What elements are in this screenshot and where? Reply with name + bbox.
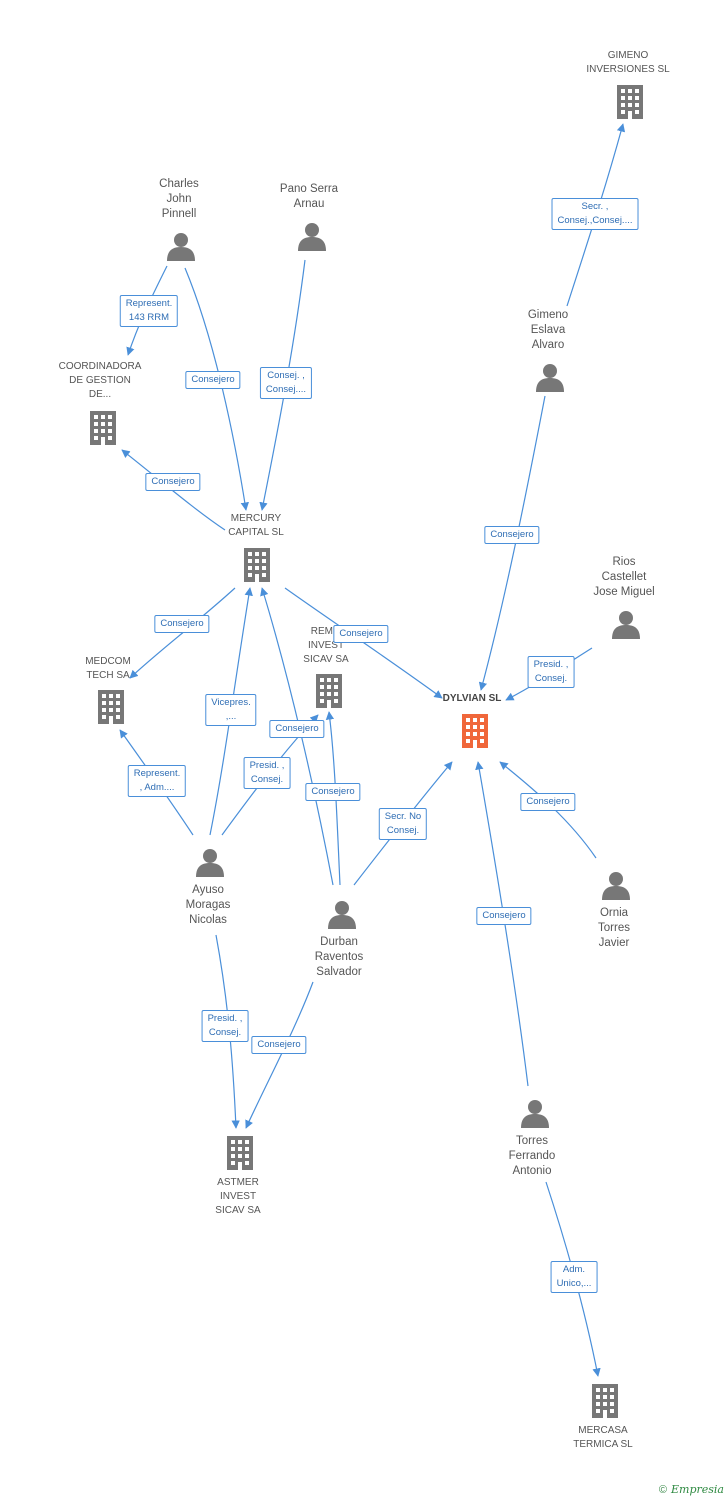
remax-building-icon[interactable] (316, 674, 342, 708)
dylvian-building-icon[interactable] (462, 714, 488, 748)
edge-label-ornia-dylvian[interactable]: Consejero (520, 793, 576, 811)
node-label-astmer[interactable]: ASTMER INVEST SICAV SA (215, 1177, 261, 1216)
edge-label-durban-dylvian[interactable]: Secr. No Consej. (378, 808, 428, 840)
edge-label-durban-astmer[interactable]: Consejero (251, 1036, 307, 1054)
edge-label-gimeno-eslava-dylvian[interactable]: Consejero (484, 526, 540, 544)
mercasa-building-icon[interactable] (592, 1384, 618, 1418)
edge-label-mercury-dylvian[interactable]: Consejero (333, 625, 389, 643)
pano-person-icon[interactable] (298, 223, 326, 251)
edge-label-charles-mercury[interactable]: Consejero (185, 371, 241, 389)
edge-label-torres-mercasa[interactable]: Adm. Unico,... (550, 1261, 598, 1293)
gimeno-inversiones-building-icon[interactable] (617, 85, 643, 119)
edge-label-torres-dylvian[interactable]: Consejero (476, 907, 532, 925)
node-label-ayuso[interactable]: Ayuso Moragas Nicolas (185, 884, 231, 926)
durban-person-icon[interactable] (328, 901, 356, 929)
edge-durban-to-astmer (245, 981, 314, 1129)
edge-gimeno-eslava-to-dylvian (478, 395, 546, 691)
edge-label-ayuso-remax[interactable]: Consejero (269, 720, 325, 738)
edge-label-mercury-coordinadora[interactable]: Consejero (145, 473, 201, 491)
ornia-person-icon[interactable] (602, 872, 630, 900)
node-label-gimeno-eslava[interactable]: Gimeno Eslava Alvaro (527, 309, 569, 351)
node-label-mercasa[interactable]: MERCASA TERMICA SL (573, 1425, 633, 1450)
edge-label-rios-dylvian[interactable]: Presid. , Consej. (527, 656, 575, 688)
gimeno-eslava-person-icon[interactable] (536, 364, 564, 392)
edge-mercury-to-medcom (129, 587, 236, 679)
mercury-building-icon[interactable] (244, 548, 270, 582)
empresia-logo[interactable]: Empresia (671, 1483, 724, 1496)
edge-mercury-to-coordinadora (121, 449, 226, 531)
torres-person-icon[interactable] (521, 1100, 549, 1128)
edge-label-ayuso-medcom[interactable]: Represent. , Adm.... (127, 765, 187, 797)
node-label-medcom[interactable]: MEDCOM TECH SA (85, 656, 131, 681)
rios-person-icon[interactable] (612, 611, 640, 639)
node-label-dylvian[interactable]: DYLVIAN SL (442, 693, 502, 704)
footer-brand[interactable]: © Empresia (659, 1483, 724, 1496)
charles-person-icon[interactable] (167, 233, 195, 261)
node-label-durban[interactable]: Durban Raventos Salvador (314, 936, 364, 978)
edge-label-durban-mercury[interactable]: Presid. , Consej. (243, 757, 291, 789)
ayuso-person-icon[interactable] (196, 849, 224, 877)
node-label-rios[interactable]: Rios Castellet Jose Miguel (593, 556, 655, 598)
node-label-gimeno-inversiones[interactable]: GIMENO INVERSIONES SL (586, 50, 670, 75)
copyright-symbol: © (658, 1484, 667, 1496)
node-label-torres[interactable]: Torres Ferrando Antonio (508, 1135, 556, 1177)
coordinadora-building-icon[interactable] (90, 411, 116, 445)
node-label-coordinadora[interactable]: COORDINADORA DE GESTION DE... (58, 361, 142, 400)
node-label-ornia[interactable]: Ornia Torres Javier (598, 907, 630, 949)
node-label-charles[interactable]: Charles John Pinnell (159, 178, 199, 220)
medcom-building-icon[interactable] (98, 690, 124, 724)
edge-label-ayuso-mercury[interactable]: Vicepres. ,... (205, 694, 257, 726)
edge-label-mercury-medcom[interactable]: Consejero (154, 615, 210, 633)
node-label-pano[interactable]: Pano Serra Arnau (279, 183, 339, 210)
edge-label-durban-remax[interactable]: Consejero (305, 783, 361, 801)
edge-label-gimeno-eslava-gimeno-inversiones[interactable]: Secr. , Consej.,Consej.... (551, 198, 639, 230)
edge-label-ayuso-astmer[interactable]: Presid. , Consej. (201, 1010, 249, 1042)
astmer-building-icon[interactable] (227, 1136, 253, 1170)
node-label-mercury[interactable]: MERCURY CAPITAL SL (228, 513, 284, 538)
edge-label-pano-mercury[interactable]: Consej. , Consej.... (259, 367, 313, 399)
node-label-remax[interactable]: REM... INVEST SICAV SA (303, 626, 349, 665)
edge-label-charles-coordinadora[interactable]: Represent. 143 RRM (119, 295, 179, 327)
edge-charles-to-mercury (184, 267, 249, 511)
